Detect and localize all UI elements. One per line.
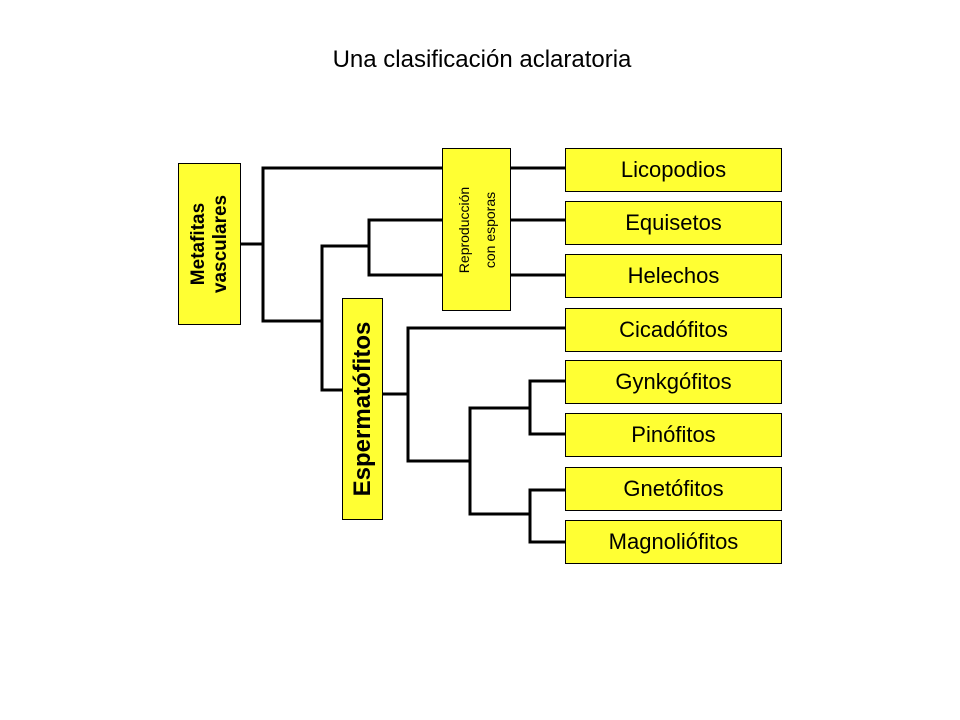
- branch-gynkgo-pino: [528, 379, 567, 436]
- taxon-gnetofitos: Gnetófitos: [565, 467, 782, 511]
- espermatofitos-label: Espermatófitos: [348, 321, 376, 497]
- branch-node-2: [320, 244, 371, 392]
- branch-root: [239, 166, 567, 323]
- metafitas-line1: Metafitas: [187, 202, 209, 286]
- taxon-cicadofitos: Cicadófitos: [565, 308, 782, 352]
- taxon-equisetos: Equisetos: [565, 201, 782, 245]
- taxon-licopodios: Licopodios: [565, 148, 782, 192]
- taxon-pinofitos: Pinófitos: [565, 413, 782, 457]
- taxon-gynkgofitos: Gynkgófitos: [565, 360, 782, 404]
- diagram-title: Una clasificación aclaratoria: [332, 46, 632, 73]
- group-espermatofitos: Espermatófitos: [342, 298, 383, 520]
- branch-seed-inner: [468, 406, 532, 516]
- taxon-magnoliofitos: Magnoliófitos: [565, 520, 782, 564]
- group-reproduccion-con-esporas: Reproducción con esporas: [442, 148, 511, 311]
- branch-gneto-magnolio: [528, 488, 567, 544]
- branch-espermatofitos: [381, 326, 567, 463]
- group-metafitas-vasculares: Metafitas vasculares: [178, 163, 241, 325]
- reproduccion-line2: con esporas: [481, 191, 498, 268]
- metafitas-line2: vasculares: [209, 194, 231, 294]
- reproduccion-line1: Reproducción: [455, 186, 472, 273]
- taxon-helechos: Helechos: [565, 254, 782, 298]
